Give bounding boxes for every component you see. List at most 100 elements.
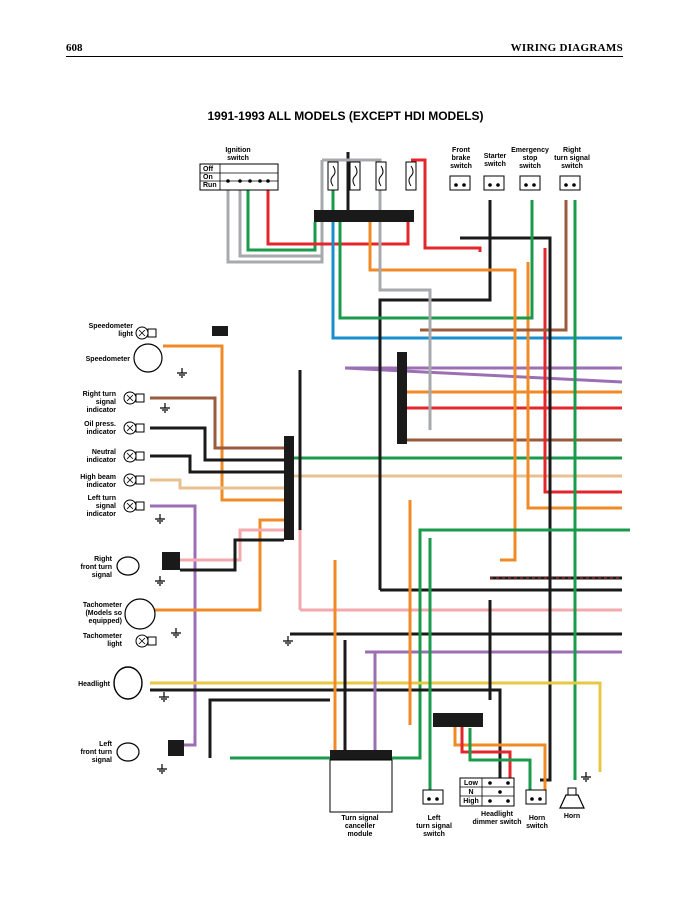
red-wire [460, 725, 512, 790]
right-turn-signal-switch-pin [572, 183, 576, 187]
turn-signal-canceller-label: Turn signal [341, 815, 378, 822]
ignition-switch-contact [238, 179, 242, 183]
tachometer-light-socket [147, 636, 157, 646]
left-front-turn-signal-connector [168, 740, 184, 756]
emergency-stop-switch-label: Emergency [511, 147, 549, 154]
right-front-turn-signal-lamp [116, 556, 140, 576]
horn-label: Horn [564, 813, 580, 820]
fuse-element [352, 165, 358, 187]
green-wire [468, 728, 532, 790]
ignition-switch-label: switch [227, 155, 249, 162]
red-wire [543, 248, 622, 494]
front-brake-switch-label: Front [452, 147, 471, 154]
starter-switch [483, 175, 505, 191]
section-title: WIRING DIAGRAMS [510, 42, 623, 54]
ignition-switch-contact [258, 179, 262, 183]
left-turn-signal-indicator-filament [126, 502, 134, 510]
left-turn-signal-switch-label: Left [428, 815, 442, 822]
speedometer-gauge [133, 343, 163, 373]
ignition-switch-contact [226, 179, 230, 183]
emergency-stop-switch [519, 175, 541, 191]
right-turn-signal-indicator-label: indicator [86, 407, 116, 414]
right-front-turn-signal-connector [162, 552, 180, 570]
high-beam-indicator-socket [135, 475, 145, 485]
yellow-wire [150, 681, 602, 772]
dimmer-position-label: Low [464, 780, 479, 787]
purple-wire [150, 504, 197, 747]
front-brake-switch-label: brake [452, 155, 471, 162]
black-wire [150, 454, 284, 474]
left-front-turn-signal-label: Left [99, 741, 113, 748]
pink-wire [180, 528, 284, 562]
dimmer-contact [498, 790, 502, 794]
right-front-turn-signal-label: front turn [81, 564, 113, 571]
horn-terminal [567, 787, 577, 796]
dimmer-connector [433, 713, 483, 727]
tachometer-label: equipped) [89, 618, 122, 625]
turn-signal-canceller-module [329, 759, 393, 813]
left-front-turn-signal-label: signal [92, 757, 112, 764]
ignition-switch [199, 163, 279, 191]
emergency-stop-switch-label: switch [519, 163, 541, 170]
ignition-red-wire [266, 190, 410, 246]
front-brake-switch [449, 175, 471, 191]
speedometer-connector [212, 326, 228, 336]
neutral-indicator-socket [135, 451, 145, 461]
left-turn-signal-indicator-socket [135, 501, 145, 511]
left-turn-signal-switch-label: turn signal [416, 823, 452, 830]
ground-symbol [155, 576, 165, 586]
right-turn-signal-indicator-label: signal [96, 399, 116, 406]
left-turn-signal-indicator-label: Left turn [88, 495, 116, 502]
black-wire [150, 426, 284, 462]
horn-body [559, 794, 585, 809]
horn-ground [581, 772, 591, 782]
horn-switch [525, 789, 547, 805]
gray-wire [238, 190, 322, 258]
orange-wire [368, 222, 517, 562]
center-junction-block [397, 352, 407, 444]
left-turn-signal-indicator-label: indicator [86, 511, 116, 518]
right-turn-signal-switch-label: switch [561, 163, 583, 170]
ignition-switch-label: Ignition [225, 147, 250, 154]
green-wire [246, 190, 317, 252]
front-brake-switch-pin [454, 183, 458, 187]
emergency-stop-switch-label: stop [523, 155, 538, 162]
left-turn-signal-indicator-label: signal [96, 503, 116, 510]
front-brake-switch-label: switch [450, 163, 472, 170]
brown-wire [150, 396, 284, 450]
speedometer-ground [177, 368, 187, 378]
ground-symbol [157, 764, 167, 774]
horn-switch-pin [530, 797, 534, 801]
dimmer-position-label: High [463, 798, 479, 805]
oil-press-indicator-socket [135, 423, 145, 433]
ignition-position-label: On [203, 174, 213, 181]
black-wire [378, 200, 492, 590]
right-turn-signal-indicator-socket [135, 393, 145, 403]
starter-switch-pin [488, 183, 492, 187]
left-turn-signal-switch-pin [435, 797, 439, 801]
diagram-title: 1991-1993 ALL MODELS (EXCEPT HDI MODELS) [207, 109, 484, 123]
fuse-element [408, 165, 414, 187]
headlight-dimmer-switch-label: dimmer switch [472, 819, 521, 826]
red-wire [411, 158, 482, 252]
high-beam-indicator-label: indicator [86, 482, 116, 489]
dimmer-position-label: N [468, 789, 473, 796]
speedometer-light-label: light [118, 331, 133, 338]
page-header: 608 WIRING DIAGRAMS [66, 42, 623, 57]
right-front-turn-signal-label: Right [94, 556, 113, 563]
tachometer-light-label: Tachometer [83, 633, 122, 640]
dimmer-contact [506, 799, 510, 803]
ground-symbol [155, 514, 165, 524]
tachometer-gauge [124, 598, 156, 630]
turn-signal-canceller-label: canceller [345, 823, 376, 830]
oil-press-indicator-label: Oil press. [84, 421, 116, 428]
brown-wire [420, 200, 568, 332]
headlight-dimmer-switch [459, 777, 515, 807]
ignition-position-label: Run [203, 182, 217, 189]
gray-wire [322, 158, 382, 210]
speedometer-light-filament [138, 329, 146, 337]
black-wire [208, 698, 330, 758]
high-beam-indicator-filament [126, 476, 134, 484]
ground-symbol [171, 628, 181, 638]
